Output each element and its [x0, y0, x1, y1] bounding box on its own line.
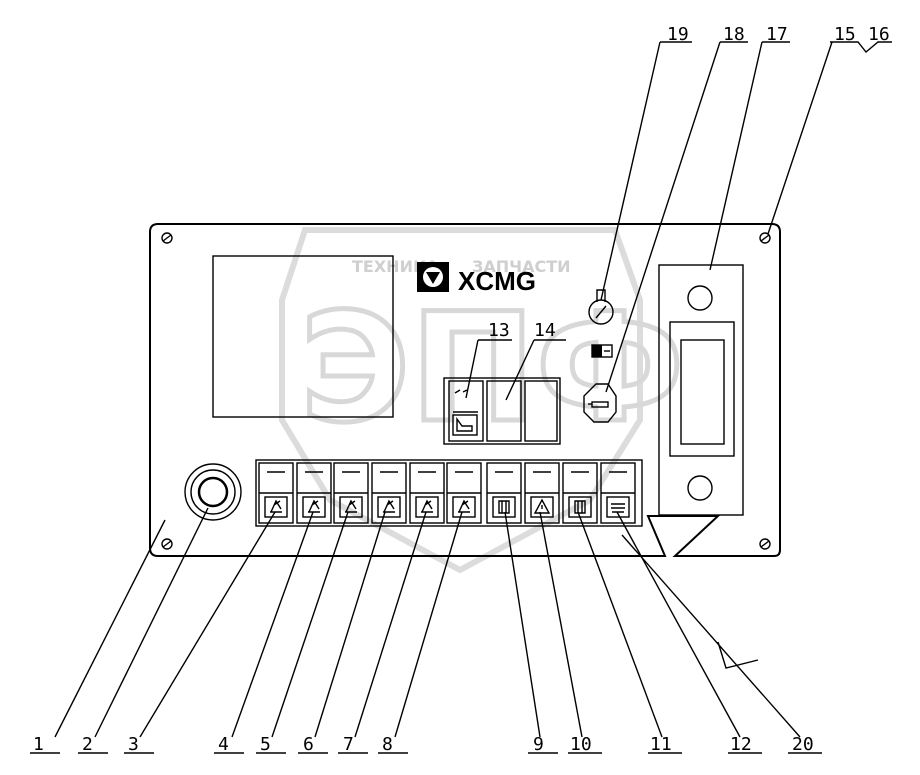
rear-light-icon-glyph [421, 499, 433, 513]
upper-rocker-group [443, 377, 561, 445]
callout-20: 20 [792, 734, 814, 755]
callout-14: 14 [534, 320, 556, 341]
callout-9: 9 [533, 734, 544, 755]
callout-19: 19 [667, 24, 689, 45]
leader-lines [30, 41, 892, 754]
rocker-switch-17[interactable] [680, 339, 725, 445]
callout-8: 8 [382, 734, 393, 755]
battery-icon [591, 344, 613, 358]
rocker-switch-9[interactable] [562, 462, 598, 524]
watermark: ЭПФ ТЕХНИКА ЗАПЧАСТИ [279, 227, 687, 574]
callout-2: 2 [82, 734, 93, 755]
work-light-icon-glyph [345, 499, 357, 513]
display-screen [212, 255, 394, 418]
right-switch-unit [658, 264, 744, 516]
xcmg-logo: XCMG [417, 262, 536, 296]
callout-7: 7 [343, 734, 354, 755]
washer-icon [302, 496, 326, 518]
lower-fastener [687, 475, 713, 501]
rocker-switch-4[interactable] [371, 462, 407, 524]
hazard-icon [530, 496, 554, 518]
rocker-switch-10[interactable] [600, 462, 636, 524]
brand-text: XCMG [458, 266, 536, 296]
fan-icon [492, 496, 516, 518]
switch-row [255, 459, 643, 527]
work-light-icon [339, 496, 363, 518]
rocker-switch-8[interactable] [524, 462, 560, 524]
watermark-right-text: ЗАПЧАСТИ [472, 257, 571, 276]
upper-fastener [687, 285, 713, 311]
panel-outline [149, 223, 781, 557]
rocker-switch-blank[interactable] [524, 380, 558, 442]
callout-3: 3 [128, 734, 139, 755]
front-light-icon-glyph [383, 499, 395, 513]
rocker-switch-2[interactable] [296, 462, 332, 524]
callout-12: 12 [730, 734, 752, 755]
callout-15: 15 [834, 24, 856, 45]
rocker-switch-13[interactable] [448, 380, 484, 442]
corner-screws [161, 232, 771, 550]
wiper-icon [264, 496, 288, 518]
callout-6: 6 [303, 734, 314, 755]
horn-icon-glyph [611, 503, 625, 513]
hazard-icon-glyph [533, 498, 551, 514]
callout-17: 17 [766, 24, 788, 45]
horn-icon [606, 496, 630, 518]
callout-labels: 1 2 3 4 5 6 7 8 9 10 11 12 13 14 15 16 1… [33, 24, 890, 755]
callout-4: 4 [218, 734, 229, 755]
rocker-switch-3[interactable] [333, 462, 369, 524]
front-light-icon [377, 496, 401, 518]
beacon-icon [452, 496, 476, 518]
round-push-button[interactable] [184, 463, 242, 521]
wiper-icon-glyph [270, 499, 282, 513]
callout-1: 1 [33, 734, 44, 755]
callout-11: 11 [650, 734, 672, 755]
washer-icon-glyph [308, 499, 320, 513]
callout-18: 18 [723, 24, 745, 45]
rocker-switch-14[interactable] [486, 380, 522, 442]
callout-5: 5 [260, 734, 271, 755]
rocker-switch-5[interactable] [409, 462, 445, 524]
seat-heat-icon-glyph [574, 500, 586, 514]
fan-icon-glyph [498, 500, 510, 514]
rocker-switch-7[interactable] [486, 462, 522, 524]
beacon-icon-glyph [458, 499, 470, 513]
callout-16: 16 [868, 24, 890, 45]
rear-light-icon [415, 496, 439, 518]
callout-10: 10 [570, 734, 592, 755]
cigarette-lighter-knob[interactable] [583, 383, 617, 423]
callout-13: 13 [488, 320, 510, 341]
rocker-switch-1[interactable] [258, 462, 294, 524]
watermark-big-text: ЭПФ [300, 282, 684, 456]
rocker-switch-6[interactable] [446, 462, 482, 524]
